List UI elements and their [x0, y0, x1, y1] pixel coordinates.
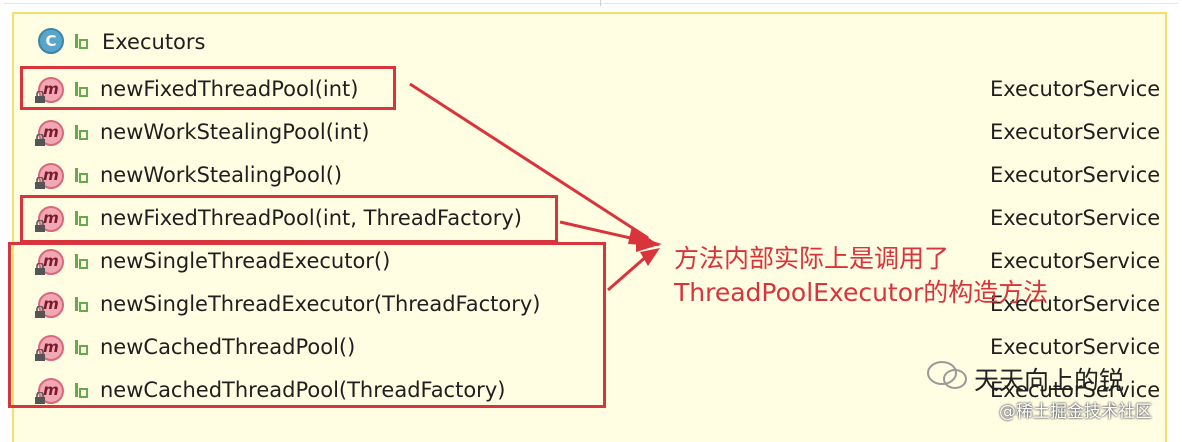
method-name: newWorkStealingPool(int) [100, 120, 370, 144]
return-type: ExecutorService [990, 335, 1161, 359]
static-lock-icon [35, 177, 45, 189]
annotation-line-1: 方法内部实际上是调用了 [674, 244, 950, 273]
method-icon: m [35, 292, 64, 318]
return-type: ExecutorService [990, 163, 1161, 187]
method-row[interactable]: m newSingleThreadExecutor() ExecutorServic… [14, 240, 1165, 282]
method-row[interactable]: m newFixedThreadPool(int, ThreadFactory) E… [14, 197, 1165, 239]
class-header-row[interactable]: C Executors [14, 14, 1165, 56]
method-icon: m [35, 249, 64, 275]
arrowhead-2 [636, 236, 662, 252]
class-icon: C [38, 28, 64, 54]
static-lock-icon [35, 91, 45, 103]
public-visibility-icon [75, 254, 88, 269]
return-type: ExecutorService [990, 206, 1161, 230]
method-row[interactable]: m newWorkStealingPool() ExecutorService [14, 154, 1165, 196]
method-row[interactable]: m newCachedThreadPool(ThreadFactory) Execu… [14, 369, 1165, 411]
arrow-1 [409, 82, 649, 240]
static-lock-icon [35, 349, 45, 361]
static-lock-icon [35, 392, 45, 404]
public-visibility-icon [75, 383, 88, 398]
watermark-site: @稀土掘金技术社区 [999, 402, 1152, 422]
wechat-icon [927, 361, 967, 389]
method-name: newCachedThreadPool(ThreadFactory) [100, 378, 506, 402]
public-visibility-icon [75, 211, 88, 226]
structure-popup: C Executors m newFixedThreadPool(int) Exec… [8, 12, 1167, 442]
method-row[interactable]: m newWorkStealingPool(int) ExecutorService [14, 111, 1165, 153]
method-row[interactable]: m newCachedThreadPool() ExecutorService [14, 326, 1165, 368]
highlight-box-fixed-int [20, 66, 396, 110]
public-visibility-icon [75, 34, 88, 49]
top-border-line [4, 3, 1178, 4]
return-type: ExecutorService [990, 378, 1161, 402]
method-icon: m [35, 77, 64, 103]
annotation-line-2: ThreadPoolExecutor的构造方法 [674, 278, 1049, 307]
static-lock-icon [35, 134, 45, 146]
public-visibility-icon [75, 82, 88, 97]
public-visibility-icon [75, 125, 88, 140]
highlight-box-single-cached [8, 242, 606, 408]
method-icon: m [35, 163, 64, 189]
method-icon: m [35, 206, 64, 232]
method-name: newFixedThreadPool(int) [100, 77, 359, 101]
method-name: newWorkStealingPool() [100, 163, 343, 187]
return-type: ExecutorService [990, 292, 1161, 316]
watermark-name: 天天向上的锐 [974, 366, 1125, 395]
static-lock-icon [35, 306, 45, 318]
public-visibility-icon [75, 297, 88, 312]
method-icon: m [35, 120, 64, 146]
public-visibility-icon [75, 168, 88, 183]
top-divider-tick [600, 0, 601, 6]
arrow-3 [607, 253, 649, 292]
return-type: ExecutorService [990, 77, 1161, 101]
class-name: Executors [102, 30, 206, 54]
method-name: newSingleThreadExecutor(ThreadFactory) [100, 292, 541, 316]
static-lock-icon [35, 220, 45, 232]
static-lock-icon [35, 263, 45, 275]
return-type: ExecutorService [990, 120, 1161, 144]
highlight-box-fixed-factory [20, 195, 558, 243]
method-name: newSingleThreadExecutor() [100, 249, 391, 273]
public-visibility-icon [75, 340, 88, 355]
method-icon: m [35, 378, 64, 404]
method-name: newFixedThreadPool(int, ThreadFactory) [100, 206, 522, 230]
method-name: newCachedThreadPool() [100, 335, 356, 359]
method-row[interactable]: m newFixedThreadPool(int) ExecutorService [14, 68, 1165, 110]
arrowhead-3 [640, 248, 660, 266]
method-icon: m [35, 335, 64, 361]
return-type: ExecutorService [990, 249, 1161, 273]
method-row[interactable]: m newSingleThreadExecutor(ThreadFactory) E… [14, 283, 1165, 325]
